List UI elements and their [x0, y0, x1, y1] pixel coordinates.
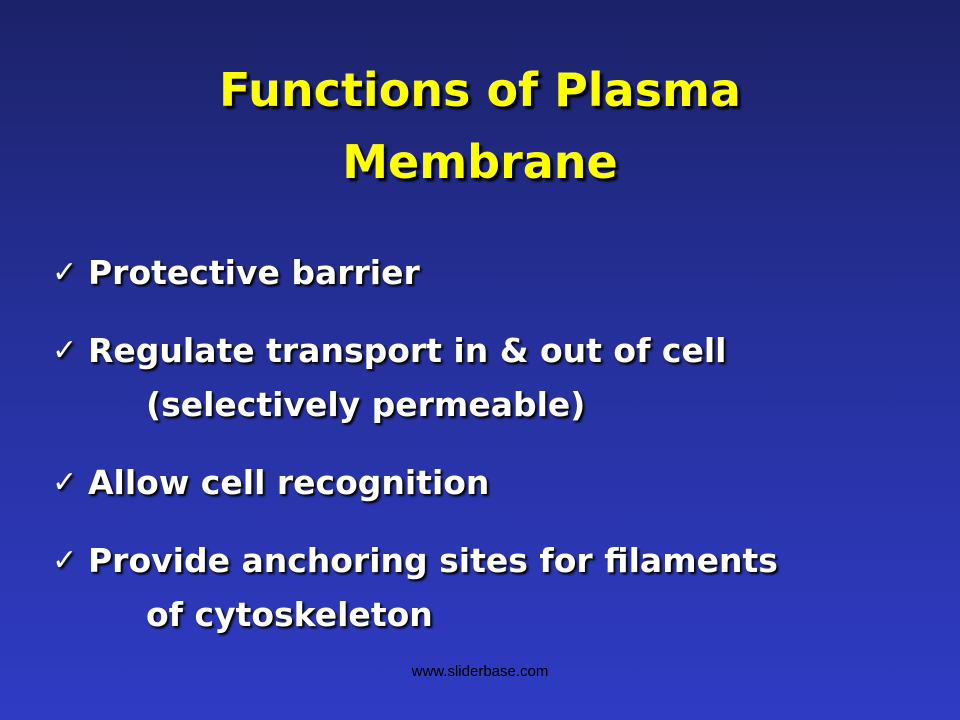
checkmark-icon: ✓ — [52, 465, 78, 500]
bullet-text: Allow cell recognition — [88, 463, 490, 502]
bullet-continuation: of cytoskeleton — [146, 595, 433, 634]
bullet-list: ✓ Protective barrier ✓ Regulate transpor… — [52, 246, 778, 666]
bullet-text: Regulate transport in & out of cell — [88, 331, 727, 370]
bullet-item-cell-recognition: ✓ Allow cell recognition — [52, 456, 778, 510]
bullet-item-anchoring-sites: ✓ Provide anchoring sites for filaments … — [52, 534, 778, 642]
slide-title-line-2: Membrane — [342, 135, 618, 189]
bullet-continuation: (selectively permeable) — [146, 385, 586, 424]
bullet-text: Provide anchoring sites for filaments — [88, 541, 778, 580]
checkmark-icon: ✓ — [52, 333, 78, 368]
checkmark-icon: ✓ — [52, 543, 78, 578]
slide-title-line-1: Functions of Plasma — [219, 63, 741, 117]
slide-title: Functions of Plasma Membrane — [0, 54, 960, 198]
bullet-item-regulate-transport: ✓ Regulate transport in & out of cell (s… — [52, 324, 778, 432]
footer-source-link[interactable]: www.sliderbase.com — [411, 663, 549, 680]
checkmark-icon: ✓ — [52, 255, 78, 290]
bullet-text: Protective barrier — [88, 253, 420, 292]
bullet-item-protective-barrier: ✓ Protective barrier — [52, 246, 778, 300]
